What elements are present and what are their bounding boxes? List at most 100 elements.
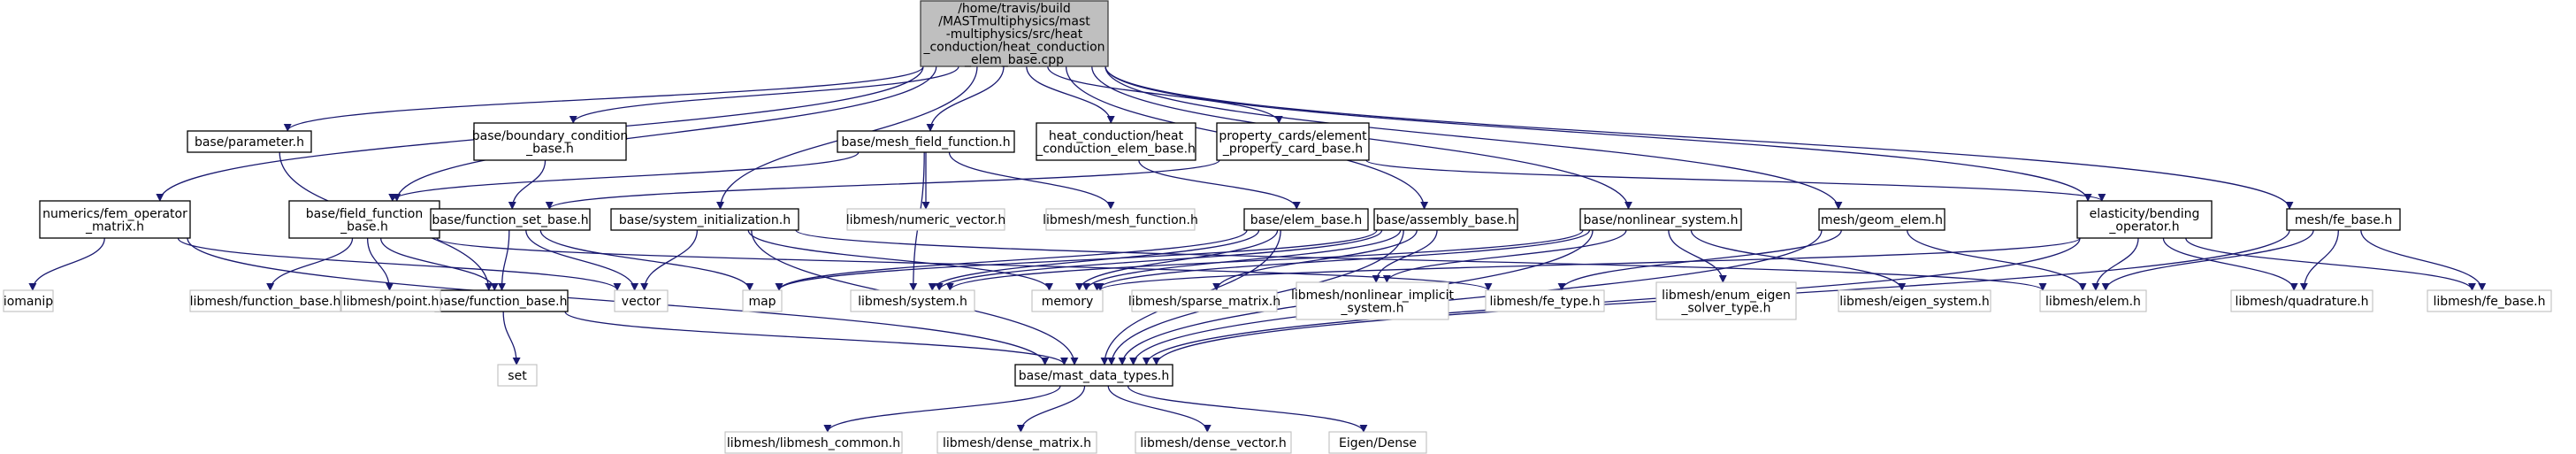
- node-label: mesh/geom_elem.h: [1821, 213, 1943, 227]
- node-box: [187, 130, 312, 153]
- edge-meshff-to-fieldfn: [388, 151, 860, 202]
- node-lnonimp: libmesh/nonlinear_implicit_system.h: [1291, 281, 1455, 320]
- node-box: [430, 208, 591, 231]
- node-lpoint: libmesh/point.h: [340, 289, 441, 312]
- edge-hcbase-to-elembase: [1138, 159, 1301, 210]
- node-ldmat: libmesh/dense_matrix.h: [936, 431, 1097, 454]
- node-mastdt[interactable]: base/mast_data_types.h: [1014, 364, 1173, 387]
- node-febase[interactable]: mesh/fe_base.h: [2286, 208, 2401, 231]
- node-label: libmesh/dense_matrix.h: [943, 436, 1091, 450]
- edge-febase-to-lfebase: [2360, 229, 2487, 291]
- node-fnset[interactable]: base/function_set_base.h: [430, 208, 591, 231]
- edge-fieldfn-to-lfnbase: [266, 237, 354, 291]
- edge-nonlin-to-memory: [1093, 229, 1591, 291]
- node-box: [1031, 289, 1104, 312]
- node-set: set: [497, 364, 538, 387]
- node-propcard[interactable]: property_cards/element_property_card_bas…: [1216, 122, 1370, 161]
- node-label: _solver_type.h: [1680, 301, 1770, 315]
- edge-fnset-to-fnbase: [497, 229, 510, 291]
- node-box: [742, 289, 783, 312]
- node-label: /home/travis/build: [958, 2, 1071, 16]
- node-label: libmesh/function_base.h: [190, 295, 341, 309]
- edge-assembly-to-lsparse: [1212, 229, 1418, 291]
- edge-assembly-to-lsystem: [935, 229, 1383, 291]
- node-geomelem[interactable]: mesh/geom_elem.h: [1818, 208, 1945, 231]
- node-nonlin[interactable]: base/nonlinear_system.h: [1579, 208, 1742, 231]
- node-label: base/boundary_condition: [472, 129, 629, 143]
- edge-nonlin-to-lnonimp: [1382, 229, 1627, 283]
- node-lsparse: libmesh/sparse_matrix.h: [1128, 289, 1280, 312]
- node-label: libmesh/enum_eigen: [1662, 289, 1791, 303]
- node-box: [837, 130, 1015, 153]
- edge-mastdt-to-ldmat: [1016, 385, 1086, 433]
- edge-bending-to-memory: [1096, 237, 2081, 291]
- node-box: [846, 208, 1005, 231]
- edge-femop-to-vector: [177, 237, 622, 291]
- edge-root-to-febase: [1105, 65, 2294, 210]
- node-label: libmesh/dense_vector.h: [1140, 436, 1287, 450]
- edge-bending-to-lelem: [2091, 237, 2139, 291]
- node-fieldfn[interactable]: base/field_function_base.h: [288, 200, 440, 239]
- edge-root-to-propcard: [1047, 65, 1283, 124]
- node-parameter[interactable]: base/parameter.h: [187, 130, 312, 153]
- edges-layer: [28, 65, 2487, 433]
- node-label: libmesh/numeric_vector.h: [846, 213, 1006, 227]
- edge-assembly-to-memory: [1082, 229, 1402, 291]
- node-hcbase[interactable]: heat_conduction/heat_conduction_elem_bas…: [1036, 122, 1196, 161]
- edge-nonlin-to-lsystem: [945, 229, 1584, 291]
- node-lsystem: libmesh/system.h: [850, 289, 975, 312]
- node-lfnbase: libmesh/function_base.h: [189, 289, 341, 312]
- node-iomanip: iomanip: [3, 289, 54, 312]
- edge-elembase-to-map: [775, 229, 1248, 291]
- node-label: _base.h: [525, 142, 574, 156]
- node-label: -multiphysics/src/heat: [946, 27, 1083, 42]
- node-label: base/mast_data_types.h: [1019, 369, 1170, 383]
- node-box: [1296, 281, 1449, 320]
- edge-femop-to-iomanip: [28, 237, 105, 291]
- edge-sysinit-to-memory: [747, 229, 1053, 291]
- node-label: elasticity/bending: [2090, 207, 2200, 221]
- node-box: [936, 431, 1097, 454]
- node-box: [614, 289, 669, 312]
- node-elembase[interactable]: base/elem_base.h: [1243, 208, 1369, 231]
- node-fnbase[interactable]: base/function_base.h: [434, 289, 569, 312]
- node-assembly[interactable]: base/assembly_base.h: [1373, 208, 1518, 231]
- node-box: [850, 289, 975, 312]
- node-label: mesh/fe_base.h: [2295, 213, 2392, 227]
- node-label: base/mesh_field_function.h: [841, 135, 1010, 150]
- node-label: Eigen/Dense: [1339, 436, 1417, 450]
- node-label: property_cards/element: [1219, 129, 1367, 143]
- node-root[interactable]: /home/travis/build/MASTmultiphysics/mast…: [920, 0, 1109, 67]
- node-box: [39, 200, 191, 239]
- node-box: [3, 289, 54, 312]
- node-boundary[interactable]: base/boundary_condition_base.h: [472, 122, 629, 161]
- node-box: [1818, 208, 1945, 231]
- edge-mastdt-to-lcommon: [823, 385, 1061, 433]
- edge-assembly-to-map: [775, 229, 1378, 291]
- node-box: [2427, 289, 2552, 312]
- edge-root-to-parameter: [283, 65, 924, 132]
- node-box: [497, 364, 538, 387]
- node-box: [2230, 289, 2373, 312]
- node-meshff[interactable]: base/mesh_field_function.h: [837, 130, 1015, 153]
- edge-fnbase-to-mastdt: [564, 311, 1068, 366]
- edge-fnset-to-map: [539, 229, 754, 291]
- node-label: libmesh/eigen_system.h: [1839, 295, 1990, 309]
- node-bending[interactable]: elasticity/bending_operator.h: [2076, 200, 2213, 239]
- node-meshfn: libmesh/mesh_function.h: [1043, 208, 1198, 231]
- node-label: base/nonlinear_system.h: [1584, 213, 1739, 227]
- node-label: set: [508, 369, 527, 383]
- node-label: libmesh/mesh_function.h: [1043, 213, 1198, 227]
- node-box: [340, 289, 441, 312]
- node-femop[interactable]: numerics/fem_operator_matrix.h: [39, 200, 191, 239]
- node-sysinit[interactable]: base/system_initialization.h: [610, 208, 799, 231]
- edge-bending-to-lquad: [2162, 237, 2298, 291]
- edge-mastdt-to-eigen: [1127, 385, 1368, 433]
- node-label: map: [748, 295, 776, 309]
- edge-mastdt-to-ldvec: [1107, 385, 1212, 433]
- node-box: [1655, 281, 1797, 320]
- node-box: [2076, 200, 2213, 239]
- edge-bending-to-lfebase: [2185, 237, 2476, 291]
- edge-geomelem-to-mastdt: [1129, 229, 1823, 366]
